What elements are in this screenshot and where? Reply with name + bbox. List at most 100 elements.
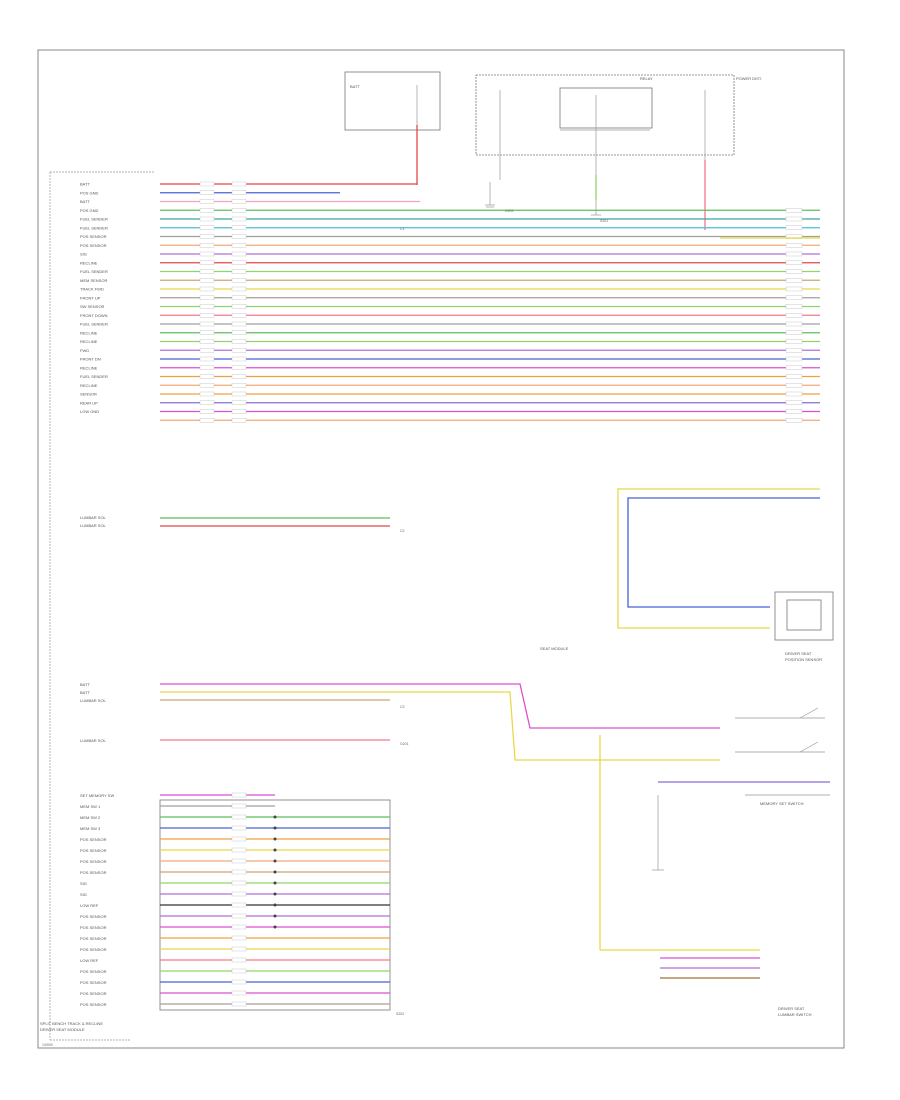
wire-tag: [199, 208, 215, 213]
left-label: POS SENSOR: [80, 243, 107, 248]
wire-tag: [199, 304, 215, 309]
bottom-label: POS SENSOR: [80, 914, 107, 919]
wire-tag: [199, 278, 215, 283]
wire-tag: [231, 792, 247, 798]
main-module-label-2: DRIVER SEAT MODULE: [40, 1027, 85, 1032]
wire-tag: [231, 902, 247, 908]
wire-tag: [231, 825, 247, 831]
bottom-label: POS SENSOR: [80, 980, 107, 985]
left-label: RECLINE: [80, 365, 98, 370]
left-label: POS GND: [80, 190, 99, 195]
wire-tag: [231, 968, 247, 974]
wire-tag: [785, 208, 803, 213]
wire-tag: [199, 269, 215, 274]
seat-module-lines: [600, 949, 760, 979]
pos-sensor-label-1: DRIVER SEAT: [785, 651, 812, 656]
wire-tag: [199, 418, 215, 423]
main-module-label-1: SPLIT BENCH TRACK & RECLINE: [40, 1021, 103, 1026]
left-label: FUEL SENDER: [80, 269, 108, 274]
splice-dot: [273, 881, 277, 885]
module-bracket: [49, 171, 155, 1041]
lumbar-label: BATT: [80, 690, 90, 695]
splice-dot: [273, 859, 277, 863]
wire-tag: [785, 418, 803, 423]
wire-tag: [231, 260, 247, 265]
wire-tag: [231, 418, 247, 423]
wire-tag: [785, 313, 803, 318]
bottom-label: POS SENSOR: [80, 837, 107, 842]
wire-tag: [231, 243, 247, 248]
pdc-label-1: POWER DIST.: [736, 76, 762, 81]
wire-tag: [785, 348, 803, 353]
connector-tag: S201: [600, 219, 608, 223]
wire-tag: [199, 251, 215, 257]
bottom-label: MEM SW 2: [80, 815, 101, 820]
splice-dot: [273, 892, 277, 896]
bottom-label: POS SENSOR: [80, 969, 107, 974]
wire-tag: [231, 400, 247, 405]
wire-tag: [199, 313, 215, 318]
wire-tag: [231, 935, 247, 941]
wire-tag: [231, 814, 247, 820]
wire-tag: [231, 295, 247, 300]
splice-dot: [273, 870, 277, 874]
left-label: FRONT UP: [80, 295, 101, 300]
wire-tag: [199, 383, 215, 388]
wire-tag: [231, 216, 247, 222]
mid-left-label: LUMBAR SOL: [80, 515, 107, 520]
wire-tag: [199, 321, 215, 327]
wire-tag: [231, 990, 247, 996]
wire-tag: [231, 374, 247, 379]
wire-tag: [199, 286, 215, 292]
connector-tag: S202: [396, 1012, 404, 1016]
wire-tag: [785, 330, 803, 335]
left-label: LOW GND: [80, 409, 99, 414]
bottom-label: SIG: [80, 892, 87, 897]
bottom-label: POS SENSOR: [80, 947, 107, 952]
wire-tag: [785, 321, 803, 327]
wire-tag: [231, 803, 247, 809]
wire-tag: [231, 304, 247, 309]
left-label: SENSOR: [80, 392, 97, 397]
lumbar-switch-label: SEAT MODULE: [540, 646, 569, 651]
wire-tag: [231, 1001, 247, 1007]
wire-tag: [231, 847, 247, 853]
wire-tag: [231, 880, 247, 886]
connector-tag: C3: [400, 705, 405, 709]
wire-tag: [785, 409, 803, 414]
splice-dot: [273, 925, 277, 929]
wire-tag: [785, 339, 803, 344]
wire-tag: [199, 199, 215, 204]
left-label: FUEL SENDER: [80, 322, 108, 327]
connector-tag: C2: [400, 529, 405, 533]
wire-tag: [231, 836, 247, 842]
splice-dot: [273, 826, 277, 830]
wire-tag: [785, 251, 803, 257]
bottom-harness: [160, 792, 390, 1007]
pdc-label-2: BATT: [350, 84, 360, 89]
main-harness: [160, 181, 820, 527]
lumbar-label: BATT: [80, 682, 90, 687]
bottom-label: SET MEMORY SW: [80, 793, 114, 798]
wire-tag: [785, 356, 803, 362]
bottom-label: MEM SW 1: [80, 804, 101, 809]
wire-tag: [231, 913, 247, 919]
bottom-label: POS SENSOR: [80, 859, 107, 864]
left-label: FWD: [80, 348, 89, 353]
wire-tag: [785, 295, 803, 300]
wire-tag: [199, 225, 215, 230]
left-label: FRONT DN: [80, 357, 101, 362]
bottom-label: LOW REF: [80, 958, 99, 963]
wire-tag: [785, 383, 803, 388]
left-label: FUEL SENDER: [80, 374, 108, 379]
wire-tag: [199, 365, 215, 370]
wire-tag: [199, 409, 215, 414]
power-distribution-group: [344, 71, 735, 200]
wire-tag: [199, 234, 215, 239]
wire-tag: [785, 225, 803, 230]
bottom-label: MEM SW 3: [80, 826, 101, 831]
bottom-label-column: SET MEMORY SW MEM SW 1 MEM SW 2 MEM SW 3 POS…: [80, 793, 114, 1007]
splice-dot: [273, 848, 277, 852]
connector-tag: G201: [400, 742, 409, 746]
